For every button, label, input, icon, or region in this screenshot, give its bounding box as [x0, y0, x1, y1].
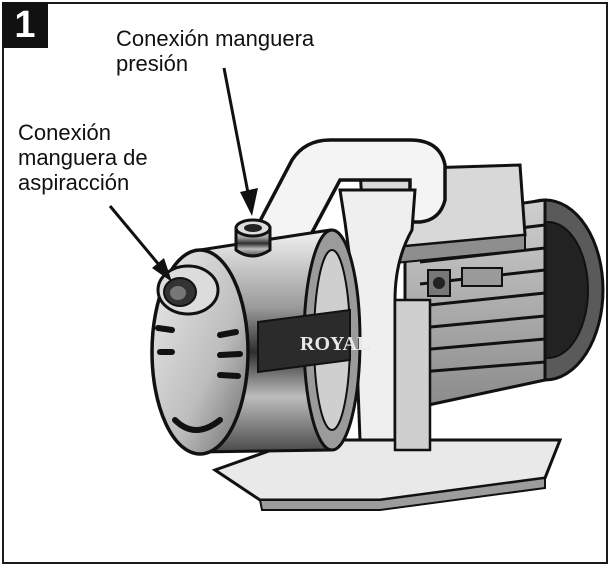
callout-arrow-pressure [222, 67, 258, 216]
label-pressure-hose-connection: Conexión manguera presión [116, 26, 315, 76]
motor-housing [358, 163, 605, 412]
label-suction-hose-connection: Conexión manguera de aspiracción [18, 120, 148, 195]
callout-arrow-suction [108, 205, 172, 282]
pressure-outlet-port [234, 218, 272, 258]
pump-housing: ROYAL [150, 228, 370, 456]
suction-inlet-port [156, 264, 220, 316]
step-number-badge: 1 [2, 2, 48, 48]
brand-nameplate-text: ROYAL [300, 333, 370, 355]
brand-nameplate: ROYAL [257, 308, 370, 374]
pump-base [211, 438, 563, 511]
